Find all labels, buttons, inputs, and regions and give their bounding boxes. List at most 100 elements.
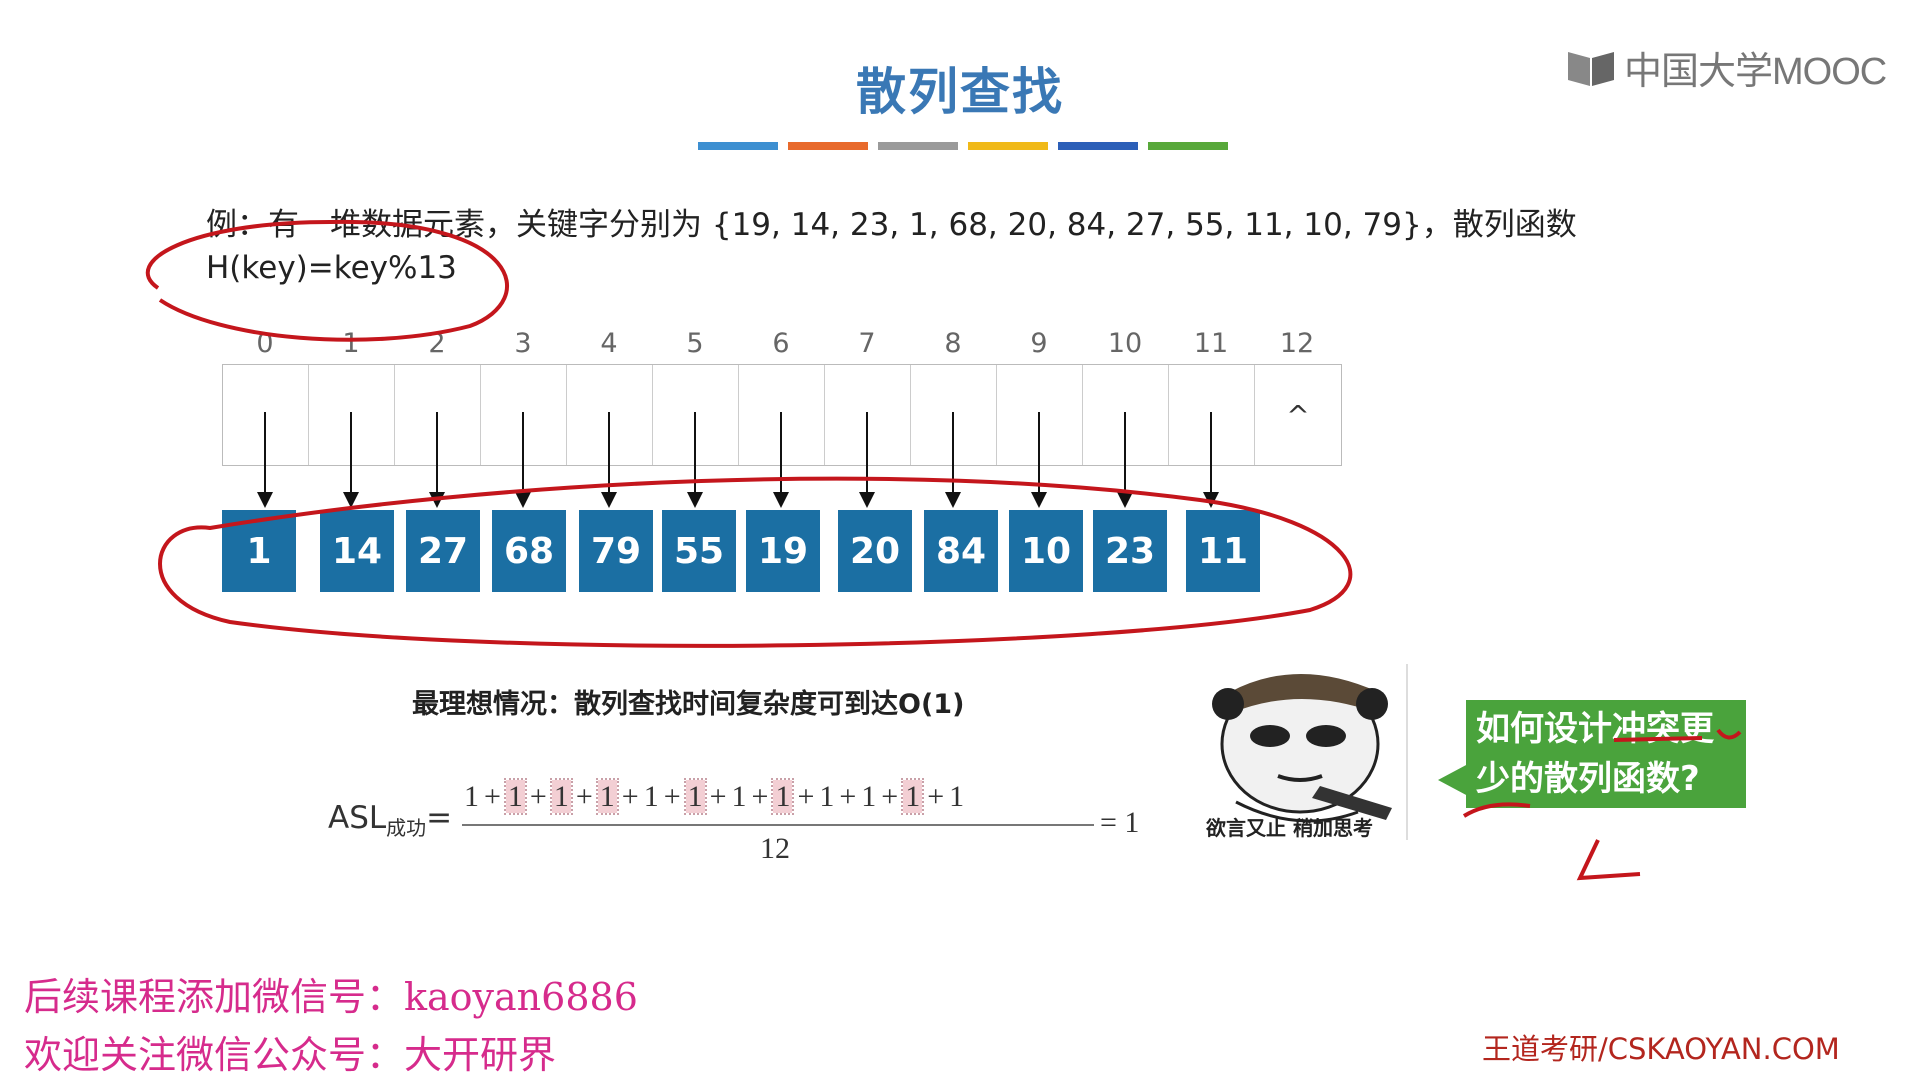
table-cell — [911, 365, 997, 465]
index-label: 9 — [1030, 328, 1048, 359]
hash-table: ^ — [222, 364, 1342, 466]
arrow-head — [945, 492, 961, 508]
key-box: 68 — [492, 510, 566, 592]
arrow-head — [687, 492, 703, 508]
bubble-tail — [1438, 764, 1468, 796]
plus-sign: + — [484, 780, 501, 813]
asl-term: 1 — [819, 780, 835, 813]
asl-result: = 1 — [1100, 806, 1140, 839]
asl-label-sub: 成功 — [386, 816, 427, 841]
plus-sign: + — [529, 780, 547, 813]
slide-title: 散列查找 — [856, 63, 1064, 121]
arrow-head — [773, 492, 789, 508]
footer-text: 王道考研/CSKAOYAN.COM — [1482, 1032, 1840, 1066]
table-cell — [395, 365, 481, 465]
asl-term: 1 — [683, 778, 707, 815]
index-label: 4 — [600, 328, 618, 359]
arrow-line — [1210, 412, 1212, 494]
key-box: 55 — [662, 510, 736, 592]
key-box: 27 — [406, 510, 480, 592]
key-box: 23 — [1093, 510, 1167, 592]
arrow-line — [608, 412, 610, 494]
panda-meme-icon — [1212, 674, 1392, 823]
index-label: 1 — [342, 328, 360, 359]
plus-sign: + — [839, 780, 857, 813]
arrow-head — [1031, 492, 1047, 508]
title-color-bar — [698, 142, 778, 150]
arrow-head — [343, 492, 359, 508]
asl-term: 1 — [595, 778, 619, 815]
arrow-head — [601, 492, 617, 508]
table-cell — [825, 365, 911, 465]
title-color-bar — [1058, 142, 1138, 150]
asl-denominator: 12 — [760, 832, 790, 865]
key-box: 79 — [579, 510, 653, 592]
table-cell — [567, 365, 653, 465]
arrow-line — [264, 412, 266, 494]
asl-equals: = — [426, 800, 453, 836]
index-label: 3 — [514, 328, 532, 359]
question-bubble: 如何设计冲突更 少的散列函数? — [1466, 700, 1746, 808]
table-cell — [481, 365, 567, 465]
key-box: 1 — [222, 510, 296, 592]
key-box: 19 — [746, 510, 820, 592]
key-box: 14 — [320, 510, 394, 592]
table-cell — [223, 365, 309, 465]
asl-term: 1 — [549, 778, 573, 815]
asl-term: 1 — [643, 780, 659, 813]
index-label: 6 — [772, 328, 790, 359]
table-cell: ^ — [1286, 398, 1310, 432]
table-cell — [309, 365, 395, 465]
plus-sign: + — [709, 780, 727, 813]
asl-term: 1 — [503, 778, 527, 815]
title-color-bar — [878, 142, 958, 150]
index-label: 10 — [1107, 328, 1143, 359]
title-color-bar — [1148, 142, 1228, 150]
plus-sign: + — [927, 780, 945, 813]
arrow-head — [515, 492, 531, 508]
logo-text: 中国大学MOOC — [1624, 51, 1887, 93]
index-label: 0 — [256, 328, 274, 359]
index-label: 5 — [686, 328, 704, 359]
arrow-line — [522, 412, 524, 494]
arrow-line — [780, 412, 782, 494]
watermark-line-1: 后续课程添加微信号：kaoyan6886 — [24, 975, 638, 1019]
key-box: 84 — [924, 510, 998, 592]
asl-term: 1 — [464, 780, 479, 813]
hash-function: H(key)=key%13 — [206, 250, 457, 286]
table-cell — [1083, 365, 1169, 465]
plus-sign: + — [751, 780, 769, 813]
asl-label: ASL成功= — [328, 800, 452, 841]
plus-sign: + — [621, 780, 639, 813]
title-color-bars — [698, 142, 1228, 150]
table-cell — [997, 365, 1083, 465]
mooc-logo: 中国大学MOOC — [1566, 40, 1887, 95]
plus-sign: + — [575, 780, 593, 813]
arrow-head — [1117, 492, 1133, 508]
arrow-head — [859, 492, 875, 508]
example-text: 例：有一堆数据元素，关键字分别为 {19, 14, 23, 1, 68, 20,… — [206, 207, 1577, 243]
pen-mark — [1576, 839, 1641, 881]
watermark-line-2: 欢迎关注微信公众号：大开研界 — [24, 1033, 557, 1077]
arrow-line — [694, 412, 696, 494]
bubble-line-2: 少的散列函数? — [1476, 759, 1700, 799]
asl-term: 1 — [771, 778, 795, 815]
key-box: 20 — [838, 510, 912, 592]
asl-term: 1 — [949, 780, 965, 813]
asl-numerator: 1+1+1+1+1+1+1+1+1+1+1+1 — [464, 778, 965, 815]
plus-sign: + — [797, 780, 815, 813]
arrow-line — [350, 412, 352, 494]
table-cell — [1169, 365, 1255, 465]
table-cell — [653, 365, 739, 465]
asl-term: 1 — [901, 778, 925, 815]
meme-caption: 欲言又止 稍加思考 — [1206, 816, 1373, 840]
title-color-bar — [968, 142, 1048, 150]
title-color-bar — [788, 142, 868, 150]
arrow-line — [866, 412, 868, 494]
arrow-line — [1124, 412, 1126, 494]
index-label: 12 — [1279, 328, 1315, 359]
index-label: 11 — [1193, 328, 1229, 359]
arrow-line — [436, 412, 438, 494]
meme-divider — [1406, 664, 1408, 840]
